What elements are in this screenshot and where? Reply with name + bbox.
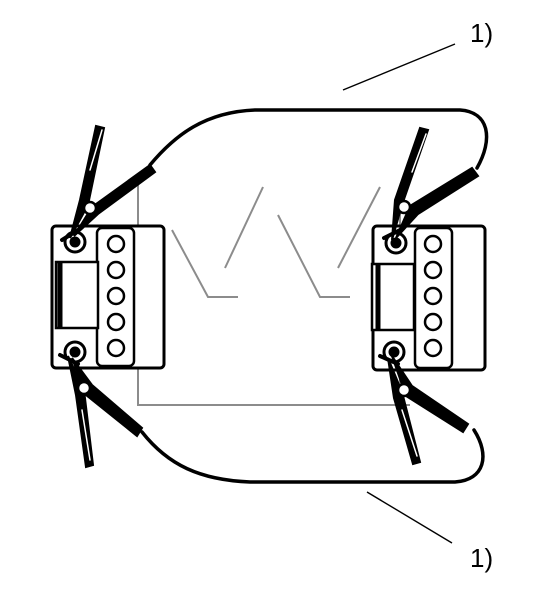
battery-right-cell-caps: [423, 234, 443, 358]
callout-label-top: 1): [470, 18, 494, 48]
callout-leader-bottom: [366, 491, 453, 544]
callout-leader-top: [342, 43, 456, 91]
clamp-left-top: [60, 124, 157, 242]
clamp-left-bottom: [58, 353, 144, 469]
clamp-right-bottom: [378, 354, 470, 466]
battery-left-cell-caps: [106, 234, 126, 358]
jumper-cable-bottom: [140, 428, 485, 484]
battery-left: [50, 224, 166, 370]
jumper-cables: [140, 108, 489, 484]
callout-label-bottom: 1): [470, 543, 494, 573]
battery-right: [370, 224, 487, 372]
callout-leaders: [342, 43, 456, 544]
perspective-guide-lines: [137, 185, 410, 406]
clamp-right-top: [382, 126, 480, 241]
jumper-cable-top: [148, 108, 489, 170]
